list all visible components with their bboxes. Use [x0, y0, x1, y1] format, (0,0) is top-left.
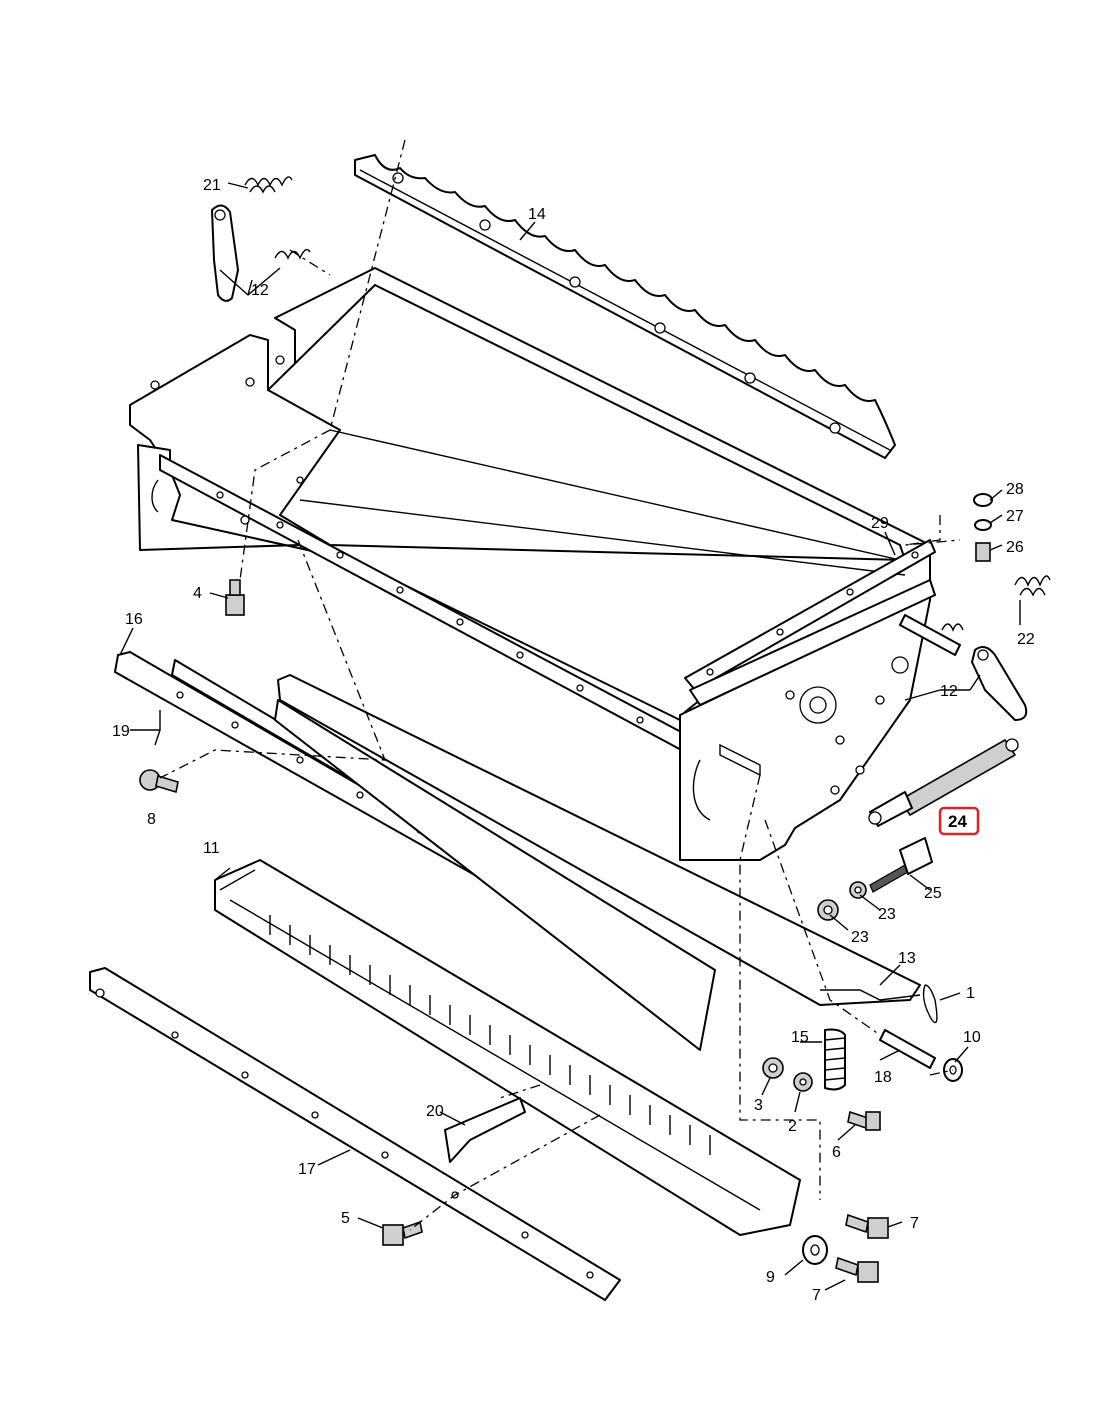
- callout-14: 14: [528, 206, 546, 223]
- lever-part-12-right: [899, 614, 1028, 721]
- bolt-part-8: [139, 769, 179, 794]
- callout-12-right: 12: [940, 683, 958, 700]
- assembly-lines: [159, 139, 961, 1231]
- spring-part-22-mounted: [941, 623, 964, 632]
- callout-22: 22: [1017, 631, 1035, 648]
- callout-26: 26: [1006, 539, 1024, 556]
- pin-part-18: [879, 1029, 936, 1069]
- callout-10: 10: [963, 1029, 981, 1046]
- spring-part-21: [244, 176, 293, 194]
- nut-part-2: [793, 1072, 813, 1092]
- lever-part-12-left: [211, 204, 239, 302]
- serrated-bar-part-14: [354, 154, 896, 459]
- washer-part-9: [802, 1235, 828, 1265]
- callout-1: 1: [966, 985, 975, 1002]
- callout-7b: 7: [812, 1287, 821, 1304]
- gas-strut-part-24: [868, 738, 1019, 827]
- callout-18: 18: [874, 1069, 892, 1086]
- callout-19: 19: [112, 723, 130, 740]
- bolt-part-6: [847, 1110, 881, 1131]
- bolt-part-5: [382, 1220, 423, 1246]
- callout-25: 25: [924, 885, 942, 902]
- callout-27: 27: [1006, 508, 1024, 525]
- callout-28: 28: [1006, 481, 1024, 498]
- callout-16: 16: [125, 611, 143, 628]
- callout-11: 11: [203, 840, 220, 857]
- leader-lines: [119, 182, 1021, 1291]
- bracket-part-20: [444, 1097, 526, 1163]
- spring-part-21-lower: [274, 248, 311, 260]
- callout-3: 3: [754, 1097, 763, 1114]
- channel-part-11: [214, 859, 801, 1236]
- spring-part-15: [824, 1028, 846, 1091]
- channel-slots: [269, 915, 711, 1155]
- spring-part-22: [1014, 575, 1051, 597]
- fastener-stack-26-28: [973, 493, 993, 562]
- bolt-part-4: [225, 579, 245, 616]
- nut-part-23a: [849, 881, 867, 899]
- callout-13: 13: [898, 950, 916, 967]
- callout-2: 2: [788, 1118, 797, 1135]
- scraper-plate-part-13: [274, 674, 921, 1051]
- callout-6: 6: [832, 1144, 841, 1161]
- callout-12-left: 12: [251, 282, 269, 299]
- callout-7a: 7: [910, 1215, 919, 1232]
- callout-29: 29: [871, 515, 889, 532]
- strip-part-29: [684, 539, 936, 706]
- hopper-body: [129, 267, 931, 861]
- cotter-pin-part-1: [922, 984, 938, 1024]
- highlight-box-part-24: [938, 806, 980, 836]
- callout-23a: 23: [878, 906, 896, 923]
- callout-labels: 1 2 3 4 5 6 7 7 8 9 10 11 12 12 13 14 15…: [112, 177, 1035, 1304]
- callout-23b: 23: [851, 929, 869, 946]
- callout-8: 8: [147, 811, 156, 828]
- callout-5: 5: [341, 1210, 350, 1227]
- clevis-part-25: [869, 837, 933, 893]
- angle-part-17: [89, 967, 621, 1301]
- nut-part-23b: [817, 899, 839, 921]
- nut-part-3: [762, 1057, 784, 1079]
- bolt-part-7a: [845, 1213, 889, 1239]
- bolt-part-7b: [835, 1256, 879, 1283]
- callout-9: 9: [766, 1269, 775, 1286]
- callout-20: 20: [426, 1103, 444, 1120]
- callout-4: 4: [193, 585, 202, 602]
- callout-24: 24: [948, 812, 967, 831]
- callout-15: 15: [791, 1029, 809, 1046]
- callout-21: 21: [203, 177, 221, 194]
- callout-17: 17: [298, 1161, 316, 1178]
- flange-holes: [216, 491, 644, 724]
